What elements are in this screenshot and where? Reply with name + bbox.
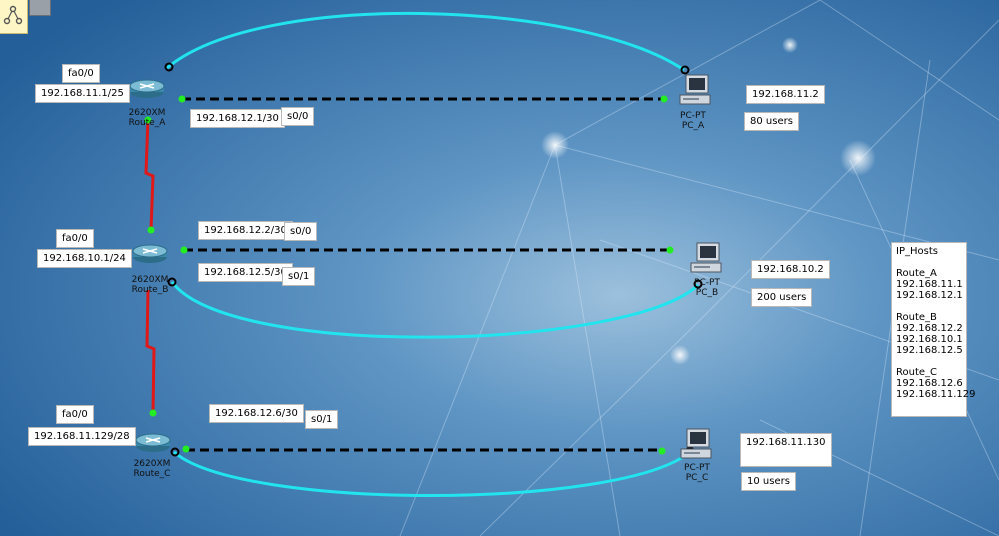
pc-a-users[interactable]: 80 users [744,112,799,131]
pc-b-icon[interactable] [689,242,723,274]
hosts-ip: 192.168.11.129 [896,389,976,400]
physical-view-button[interactable] [29,0,51,16]
link-light [180,246,188,254]
link-light [660,95,668,103]
serial-cable-ab[interactable] [144,117,155,231]
hosts-ip: 192.168.12.6 [896,378,963,389]
ip-hosts-title: IP_Hosts [896,246,938,257]
hosts-group-name: Route_C [896,367,938,378]
console-port [693,279,703,289]
ip-hosts-note[interactable]: IP_Hosts Route_A 192.168.11.1 192.168.12… [891,242,976,417]
router-a-serial-ip[interactable]: 192.168.12.1/30 [190,109,285,128]
hosts-group-name: Route_A [896,268,937,279]
router-a-icon[interactable] [128,78,166,100]
pc-c-icon[interactable] [679,428,713,460]
pc-b-users[interactable]: 200 users [751,288,813,307]
link-light [149,409,157,417]
router-a-fa-port[interactable]: fa0/0 [62,64,100,83]
pc-a-icon[interactable] [678,74,712,106]
link-light [178,95,186,103]
link-light [658,447,666,455]
router-a-fa-ip[interactable]: 192.168.11.1/25 [35,84,130,103]
pc-c-users[interactable]: 10 users [741,472,796,491]
router-b-serial-port-1[interactable]: s0/0 [284,222,318,241]
router-b-serial-port-2[interactable]: s0/1 [282,267,316,286]
serial-cable-bc[interactable] [145,289,156,414]
router-b-fa-ip[interactable]: 192.168.10.1/24 [37,249,132,268]
router-c-serial-ip[interactable]: 192.168.12.6/30 [209,404,304,423]
logical-view-button[interactable] [0,0,28,34]
router-b-fa-port[interactable]: fa0/0 [56,229,94,248]
hosts-group-name: Route_B [896,312,937,323]
hosts-ip: 192.168.11.1 [896,279,963,290]
console-cable-c[interactable] [173,450,691,497]
router-b-icon[interactable] [131,243,169,265]
console-cable-b[interactable] [170,281,700,339]
pc-c-ip[interactable]: 192.168.11.130 [740,433,832,467]
console-port [170,447,180,457]
hosts-ip: 192.168.12.5 [896,345,963,356]
hosts-ip: 192.168.12.1 [896,290,963,301]
router-b-serial-ip-2[interactable]: 192.168.12.5/30 [198,263,293,282]
link-light [666,246,674,254]
hosts-ip: 192.168.10.1 [896,334,963,345]
link-light [144,116,152,124]
pc-b-ip[interactable]: 192.168.10.2 [751,260,830,279]
router-c-serial-port[interactable]: s0/1 [305,410,339,429]
pc-a-ip[interactable]: 192.168.11.2 [746,85,825,104]
console-port [680,65,690,75]
router-c-fa-ip[interactable]: 192.168.11.129/28 [28,427,136,446]
link-light [147,226,155,234]
router-c-icon[interactable] [134,432,172,454]
router-c-fa-port[interactable]: fa0/0 [56,405,94,424]
hosts-ip: 192.168.12.2 [896,323,963,334]
console-port [164,62,174,72]
console-port [167,277,177,287]
router-b-serial-ip-1[interactable]: 192.168.12.2/30 [198,221,293,240]
link-light [182,445,190,453]
topology-icon [3,5,23,25]
router-a-serial-port[interactable]: s0/0 [281,107,315,126]
console-cable-a[interactable] [166,12,685,72]
